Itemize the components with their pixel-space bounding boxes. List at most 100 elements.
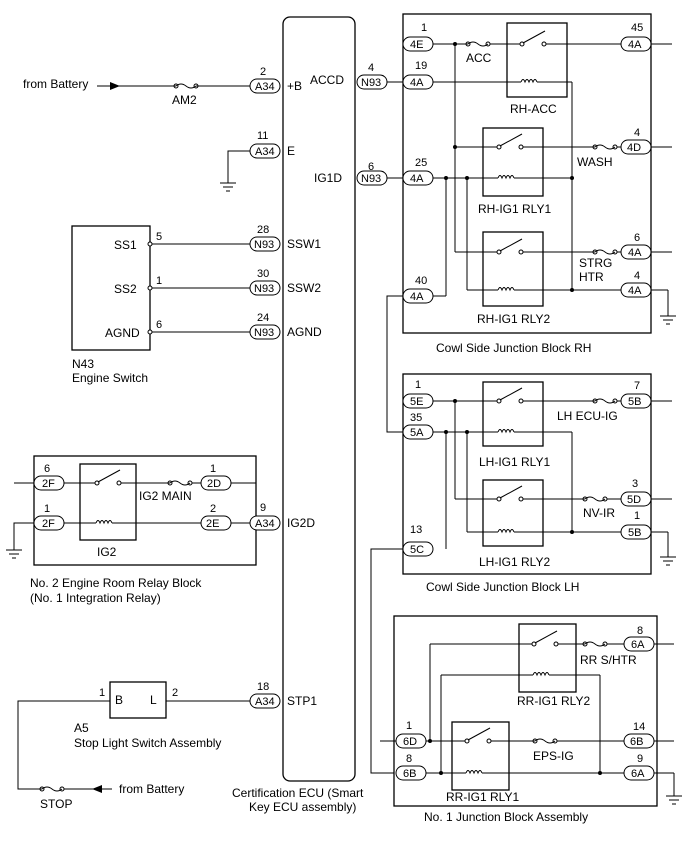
lh-ig1-rly2-box [482, 479, 544, 547]
engine-switch-name: Engine Switch [72, 371, 148, 385]
connector-code: N93 [254, 239, 274, 251]
arrow-icon [110, 82, 120, 90]
ecu-label-line1: Certification ECU (Smart [232, 786, 364, 800]
connector [249, 324, 281, 340]
connector-code: 4A [628, 285, 642, 297]
jb-lh-pin-num: 1 [415, 379, 421, 391]
jb-rh-name: Cowl Side Junction Block RH [436, 341, 591, 355]
ecu-pin-num: 2 [260, 66, 266, 78]
battery-label: from Battery [23, 77, 88, 91]
connector-code: 6A [631, 768, 645, 780]
rh-acc-relay-name: RH-ACC [510, 102, 557, 116]
connector-code: 5B [628, 396, 641, 408]
connector-code: N93 [361, 77, 381, 89]
ecu-pin-name: IG2D [287, 516, 315, 530]
connector-code: 2E [206, 518, 219, 530]
jb-lh-pin-num: 35 [410, 412, 422, 424]
connector-code: 4A [410, 173, 424, 185]
ecu-pin-name: E [287, 144, 295, 158]
ecu-pin-num: 24 [257, 312, 269, 324]
jb1-pin-num: 8 [406, 753, 412, 765]
fuse-icon [175, 83, 197, 89]
rh-ig1-rly1-box [482, 127, 544, 197]
jb-rh-pin-num: 40 [415, 275, 427, 287]
connector-code: 4A [628, 39, 642, 51]
stop-switch-term-l: L [150, 693, 157, 707]
connector-code: 6B [630, 736, 643, 748]
relay-switch-icon [499, 238, 523, 252]
stop-switch-pin: 1 [99, 687, 105, 699]
jb-rh-pin-num: 4 [634, 127, 640, 139]
fuse-rr-shtr-label: RR S/HTR [580, 653, 637, 667]
jb-lh-pin-num: 3 [632, 478, 638, 490]
connector-code: A34 [255, 696, 275, 708]
fuse-icon [534, 738, 556, 744]
engine-switch-pin-name: SS1 [114, 238, 137, 252]
rh-ig1-rly1-name: RH-IG1 RLY1 [478, 202, 551, 216]
jb-rh-pin-num: 6 [634, 232, 640, 244]
ecu-pin-name: IG1D [314, 171, 342, 185]
engine-switch-pin-num: 5 [156, 231, 162, 243]
coil-icon [497, 175, 515, 180]
connector-code: 5A [410, 427, 424, 439]
rb2-pin-num: 1 [210, 463, 216, 475]
ecu-pin-num: 28 [257, 224, 269, 236]
jb-rh-pin-num: 45 [631, 22, 643, 34]
connector-code: 4A [410, 77, 424, 89]
ig2-relay-name: IG2 [97, 545, 117, 559]
ecu-pin-name: SSW2 [287, 281, 321, 295]
connector [249, 236, 281, 252]
connector [249, 280, 281, 296]
relay-block2-box [33, 455, 257, 566]
relay-block2-name-line1: No. 2 Engine Room Relay Block [30, 576, 202, 590]
fuse-strg-label: STRG [579, 256, 612, 270]
fuse-lh-ecu-label: LH ECU-IG [557, 409, 618, 423]
rb2-pin-num: 6 [44, 463, 50, 475]
fuse-icon [584, 496, 606, 502]
rr-ig1-rly2-box [518, 623, 577, 693]
stop-switch-code: A5 [74, 721, 89, 735]
rb2-pin-num: 1 [44, 503, 50, 515]
relay-switch-icon [534, 630, 558, 644]
connector-code: N93 [254, 283, 274, 295]
engine-switch-pin-num: 6 [156, 319, 162, 331]
stop-switch-box [109, 681, 167, 719]
fuse-icon [41, 786, 63, 792]
rr-ig1-rly1-name: RR-IG1 RLY1 [446, 790, 519, 804]
ecu-label-line2: Key ECU assembly) [249, 800, 356, 814]
fuse-icon [594, 144, 616, 150]
jb-rh-pin-num: 1 [421, 22, 427, 34]
connector-code: 5C [410, 544, 424, 556]
jb-rh-pin-num: 25 [415, 157, 427, 169]
lh-ig1-rly1-box [482, 381, 544, 447]
jb1-pin-num: 8 [637, 625, 643, 637]
jb-lh-name: Cowl Side Junction Block LH [426, 580, 579, 594]
ecu-pin-name: ACCD [310, 73, 344, 87]
connector-code: 4A [628, 247, 642, 259]
rr-ig1-rly2-name: RR-IG1 RLY2 [517, 694, 590, 708]
jb1-name: No. 1 Junction Block Assembly [424, 810, 588, 824]
relay-switch-icon [522, 30, 546, 44]
relay-switch-icon [467, 727, 491, 741]
ecu-pin-name: SSW1 [287, 237, 321, 251]
rh-ig1-rly2-box [482, 231, 544, 307]
fuse-eps-ig-label: EPS-IG [533, 749, 574, 763]
connector-code: 5D [627, 494, 641, 506]
connector-code: A34 [255, 518, 275, 530]
coil-icon [497, 529, 515, 534]
stop-fuse-label: STOP [40, 797, 72, 811]
connector-code: A34 [255, 81, 275, 93]
ig2-relay-box [79, 463, 137, 541]
jb-lh-pin-num: 7 [634, 380, 640, 392]
ecu-pin-num: 9 [260, 502, 266, 514]
relay-switch-icon [499, 485, 523, 499]
engine-switch-code: N43 [72, 357, 94, 371]
connector [249, 693, 281, 709]
stop-battery-label: from Battery [119, 782, 184, 796]
connector-code: 5B [628, 527, 641, 539]
ig2-main-fuse: IG2 MAIN [139, 489, 192, 503]
fuse-icon [594, 398, 616, 404]
arrow-icon [92, 785, 102, 793]
ecu-pin-num: 4 [368, 62, 374, 74]
